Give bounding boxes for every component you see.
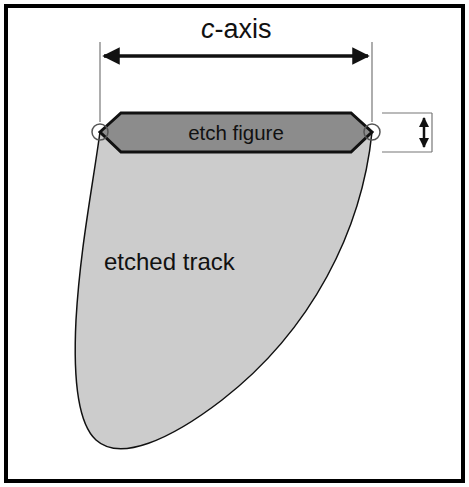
node-label: etched track (104, 248, 235, 276)
shape-path (75, 132, 372, 449)
dimension-arrow (104, 54, 368, 58)
dimension-arrow (423, 118, 426, 147)
etched-track: etched track (66, 128, 382, 464)
extension-line (431, 113, 432, 152)
node-label: etch figure (92, 121, 380, 145)
axis-label: c-axis (199, 14, 274, 45)
etch-figure: etch figure (92, 108, 380, 158)
extension-line (382, 151, 432, 152)
frame (6, 6, 463, 481)
extension-line (99, 42, 100, 122)
extension-line (382, 112, 432, 113)
extension-line (371, 42, 372, 122)
outline (66, 128, 382, 464)
